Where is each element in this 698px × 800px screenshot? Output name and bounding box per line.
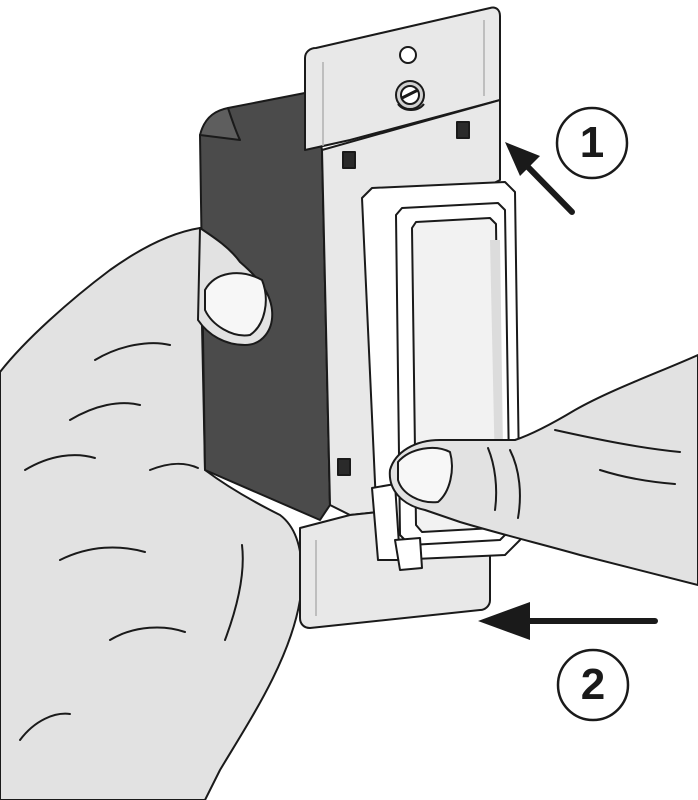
- step-2-arrow-icon: [478, 602, 658, 640]
- step-1-arrow-icon: [505, 142, 575, 215]
- strap-slot: [342, 151, 356, 169]
- step-1-number: 1: [579, 118, 605, 167]
- step-1-badge: [555, 106, 629, 180]
- strap-slot: [337, 458, 351, 476]
- right-hand: [388, 354, 698, 586]
- left-thumb: [197, 227, 274, 346]
- strap-slot: [456, 121, 470, 139]
- mounting-hole: [399, 46, 417, 64]
- screw-icon: [395, 80, 425, 111]
- left-hand: [0, 227, 303, 800]
- step-2-badge: [556, 648, 630, 722]
- step-2-number: 2: [580, 660, 606, 709]
